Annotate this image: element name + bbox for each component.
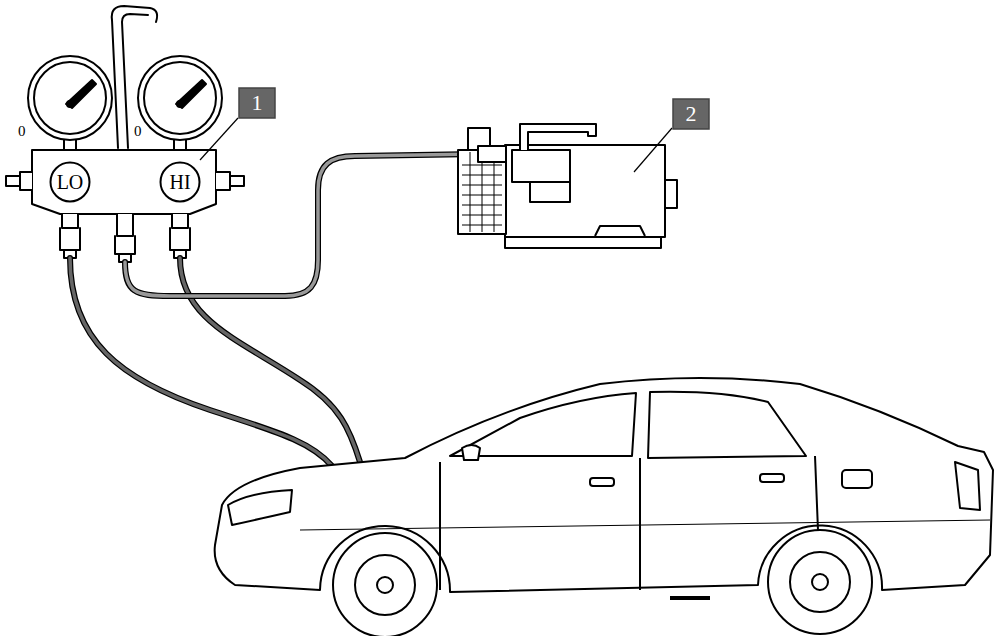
side-fitting — [216, 172, 244, 190]
callout-box — [239, 88, 275, 118]
valve-knob — [161, 163, 200, 202]
low-pressure-gauge — [28, 56, 112, 150]
hose-fitting — [115, 214, 135, 262]
callout-box — [673, 99, 709, 129]
vacuum-pump — [458, 124, 677, 248]
low-side-hose — [70, 258, 332, 466]
callout-text: 1 — [252, 92, 263, 114]
high-side-hose — [180, 258, 360, 462]
service-hose — [125, 154, 478, 296]
service-hose — [125, 154, 478, 296]
manifold-body — [32, 150, 216, 214]
hose-fitting — [60, 214, 80, 258]
high-side-hose — [180, 258, 360, 462]
high-pressure-gauge — [138, 56, 222, 150]
callout-number: 1 — [238, 87, 276, 119]
high-side-valve: HI — [159, 161, 201, 203]
callout-text: 2 — [686, 103, 697, 125]
valve-knob — [51, 163, 90, 202]
valve-label: LO — [57, 172, 84, 192]
valve-label: HI — [169, 172, 190, 192]
car — [215, 378, 993, 636]
leader-line — [200, 118, 238, 160]
callout-number: 2 — [672, 98, 710, 130]
low-side-hose — [70, 258, 332, 466]
hose-fitting — [170, 214, 190, 258]
gauge-zero: 0 — [134, 124, 142, 139]
low-side-valve: LO — [49, 161, 91, 203]
side-fitting — [6, 172, 32, 190]
leader-line — [634, 128, 672, 172]
gauge-zero: 0 — [18, 124, 26, 139]
